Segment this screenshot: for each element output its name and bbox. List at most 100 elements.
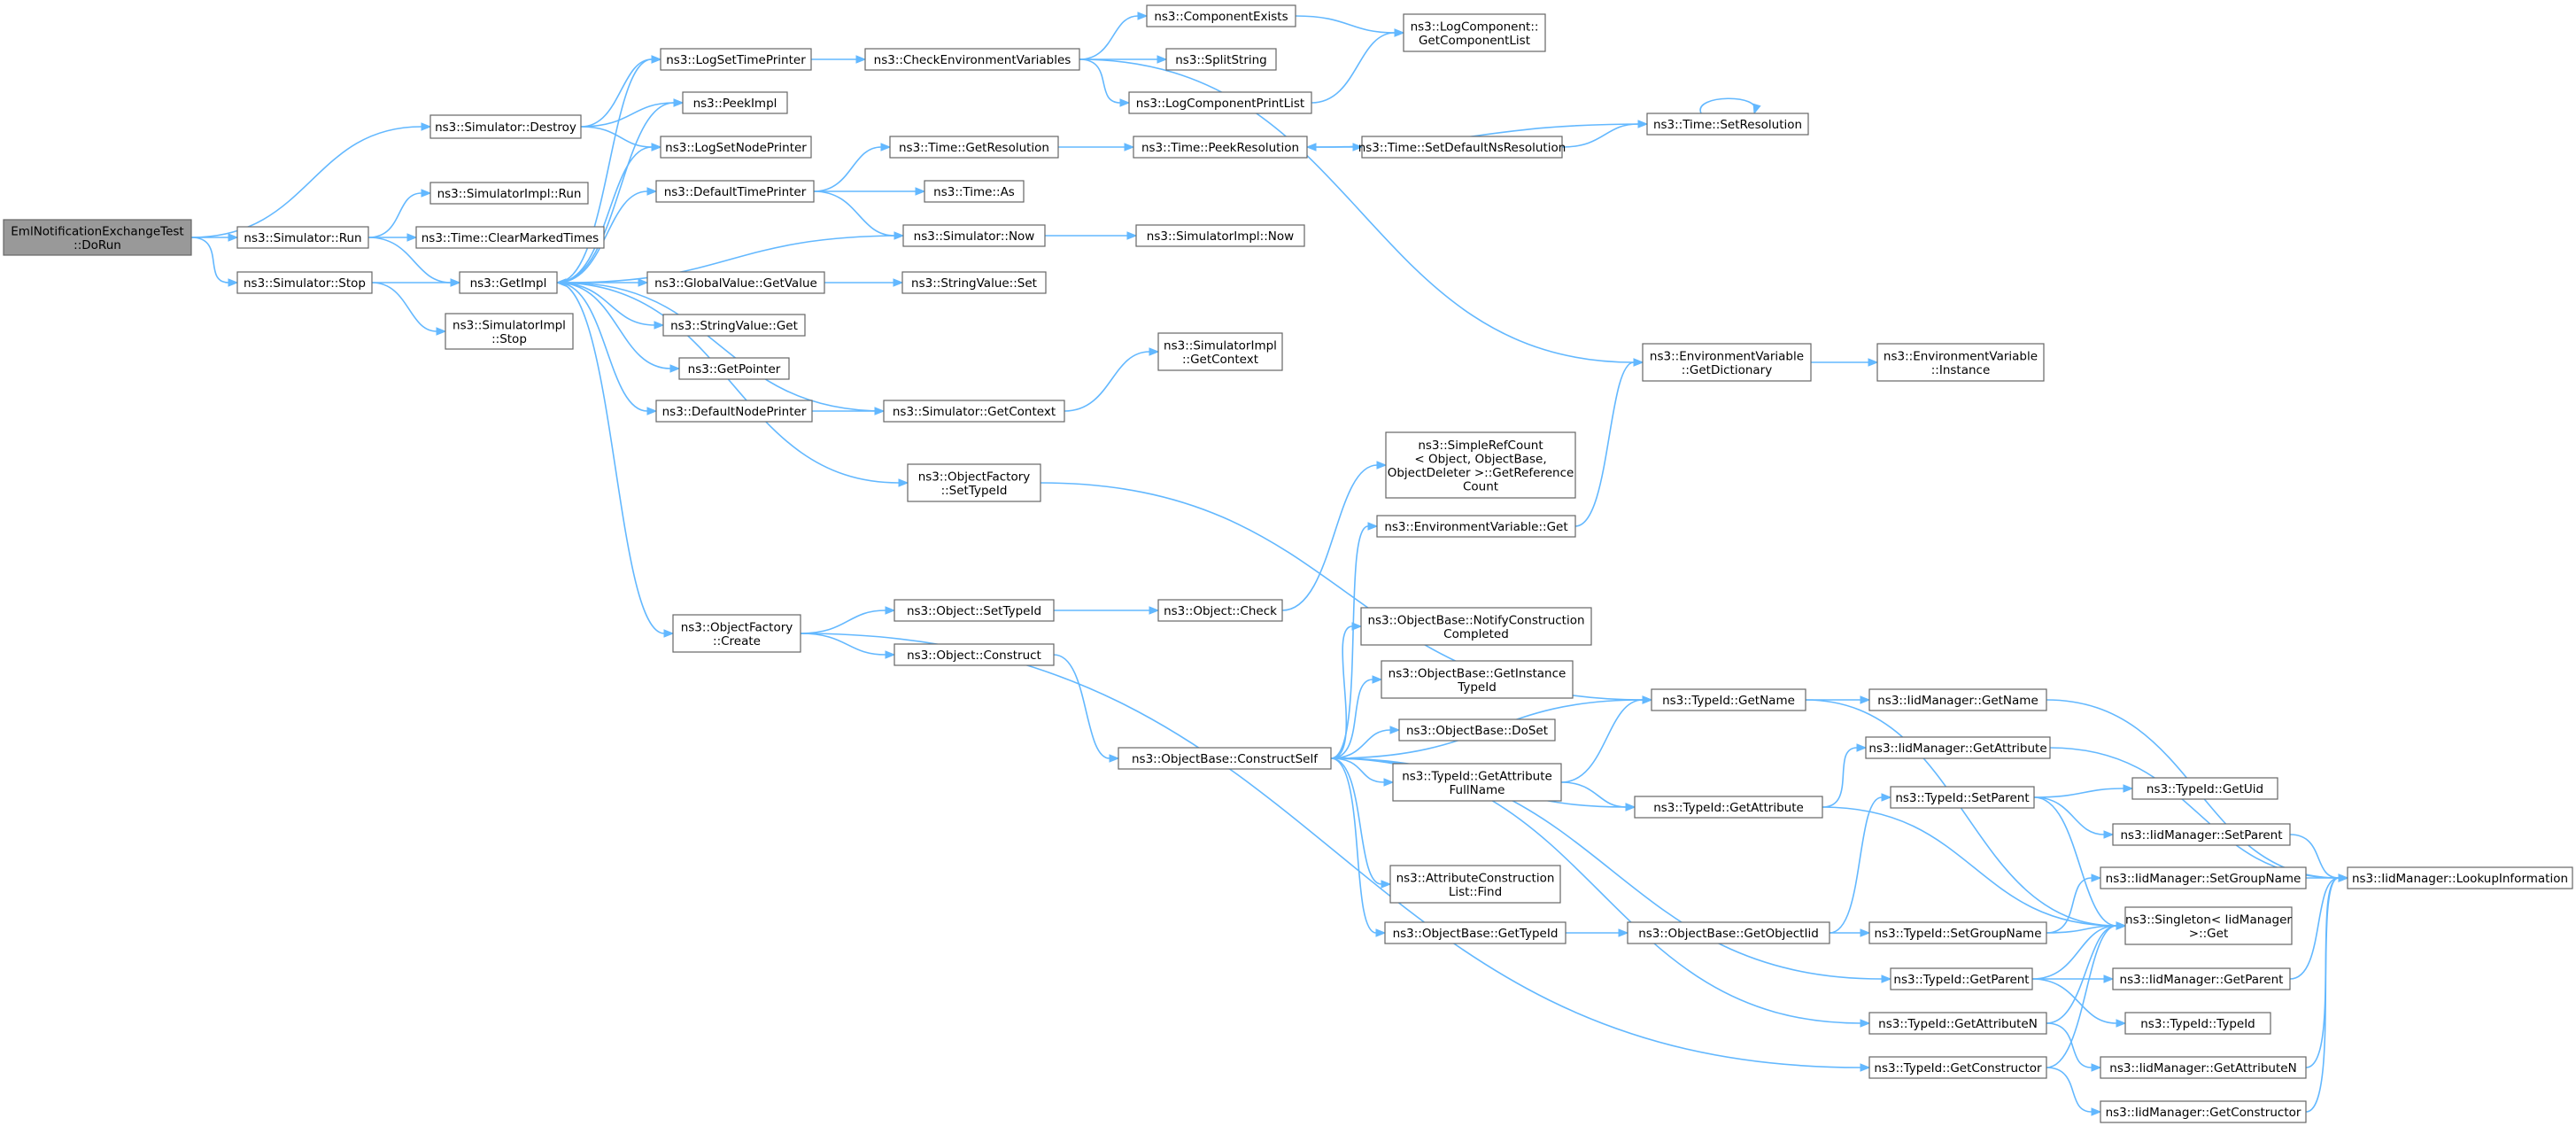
node-env-var-get-dictionary[interactable]: ns3::EnvironmentVariable::GetDictionary [1642, 343, 1812, 382]
node-box [1868, 921, 2047, 944]
node-label: ns3::SimulatorImpl [1164, 338, 1277, 353]
node-iid-mgr-set-parent[interactable]: ns3::IidManager::SetParent [2112, 823, 2291, 846]
node-log-set-node-printer[interactable]: ns3::LogSetNodePrinter [660, 136, 812, 159]
node-box [864, 48, 1080, 71]
node-type-id-type-id[interactable]: ns3::TypeId::TypeId [2124, 1012, 2271, 1035]
node-label: ::Instance [1931, 363, 1991, 377]
edge-construct-self-to-env-var-get [1330, 522, 1379, 759]
node-string-value-set[interactable]: ns3::StringValue::Set [901, 271, 1047, 294]
node-type-id-set-group-name[interactable]: ns3::TypeId::SetGroupName [1868, 921, 2047, 944]
node-time-as[interactable]: ns3::Time::As [924, 180, 1025, 203]
node-box [1651, 688, 1806, 711]
node-iid-mgr-get-name[interactable]: ns3::IidManager::GetName [1868, 688, 2047, 711]
node-log-component-get-list[interactable]: ns3::LogComponent::GetComponentList [1403, 13, 1546, 52]
edge-line [2305, 877, 2340, 1113]
edge-arrowhead [1618, 928, 1629, 937]
node-simple-ref-count[interactable]: ns3::SimpleRefCount< Object, ObjectBase,… [1385, 431, 1576, 499]
node-do-set[interactable]: ns3::ObjectBase::DoSet [1398, 718, 1556, 742]
node-type-id-get-name[interactable]: ns3::TypeId::GetName [1651, 688, 1806, 711]
node-iid-mgr-get-attribute-n[interactable]: ns3::IidManager::GetAttributeN [2100, 1056, 2307, 1079]
node-type-id-get-uid[interactable]: ns3::TypeId::GetUid [2131, 777, 2278, 800]
edge-line [1822, 806, 2117, 927]
node-box [655, 180, 815, 203]
node-do-run[interactable]: EmlNotificationExchangeTest::DoRun [3, 219, 192, 256]
node-label: ns3::Time::ClearMarkedTimes [422, 231, 599, 245]
node-type-id-get-attribute-n[interactable]: ns3::TypeId::GetAttributeN [1868, 1012, 2047, 1035]
edge-construct-self-to-attr-construction-list-find [1330, 757, 1392, 889]
edge-arrowhead [654, 321, 665, 330]
node-sim-impl-now[interactable]: ns3::SimulatorImpl::Now [1135, 224, 1305, 247]
node-sim-stop[interactable]: ns3::Simulator::Stop [236, 271, 373, 294]
node-type-id-get-constructor[interactable]: ns3::TypeId::GetConstructor [1868, 1056, 2047, 1079]
node-construct-self[interactable]: ns3::ObjectBase::ConstructSelf [1118, 747, 1332, 770]
node-sim-impl-get-context[interactable]: ns3::SimulatorImpl::GetContext [1157, 332, 1283, 371]
node-default-node-printer[interactable]: ns3::DefaultNodePrinter [655, 400, 813, 423]
node-type-id-set-parent[interactable]: ns3::TypeId::SetParent [1890, 786, 2035, 809]
node-clear-marked-times[interactable]: ns3::Time::ClearMarkedTimes [415, 226, 605, 249]
node-sim-impl-stop[interactable]: ns3::SimulatorImpl::Stop [445, 313, 574, 350]
node-object-check[interactable]: ns3::Object::Check [1157, 599, 1283, 622]
edge-line [2049, 747, 2340, 879]
node-env-var-get[interactable]: ns3::EnvironmentVariable::Get [1376, 515, 1576, 538]
node-global-value-get-value[interactable]: ns3::GlobalValue::GetValue [646, 271, 825, 294]
node-box [2100, 1100, 2307, 1123]
node-label: ns3::TypeId::GetUid [2147, 782, 2263, 796]
node-singleton-get[interactable]: ns3::Singleton< IidManager>::Get [2124, 906, 2293, 945]
edge-log-component-print-list-to-log-component-get-list [1311, 28, 1405, 104]
node-sim-get-context[interactable]: ns3::Simulator::GetContext [883, 400, 1065, 423]
node-object-base-get-type-id[interactable]: ns3::ObjectBase::GetTypeId [1384, 921, 1566, 944]
node-component-exists[interactable]: ns3::ComponentExists [1146, 4, 1296, 27]
node-time-set-resolution[interactable]: ns3::Time::SetResolution [1646, 113, 1809, 136]
node-type-id-get-parent[interactable]: ns3::TypeId::GetParent [1890, 967, 2033, 990]
edge-object-base-get-type-id-to-object-base-get-object-iid [1566, 928, 1629, 937]
node-label: ::GetContext [1182, 353, 1258, 367]
node-env-var-instance[interactable]: ns3::EnvironmentVariable::Instance [1876, 343, 2045, 382]
node-object-construct[interactable]: ns3::Object::Construct [893, 643, 1055, 666]
edge-arrowhead [2091, 874, 2102, 882]
node-label: ns3::Time::SetDefaultNsResolution [1358, 141, 1566, 155]
node-iid-mgr-get-constructor[interactable]: ns3::IidManager::GetConstructor [2100, 1100, 2307, 1123]
node-type-id-get-attribute[interactable]: ns3::TypeId::GetAttribute [1634, 796, 1823, 819]
node-peek-impl[interactable]: ns3::PeekImpl [682, 91, 788, 114]
node-default-time-printer[interactable]: ns3::DefaultTimePrinter [655, 180, 815, 203]
node-object-factory-create[interactable]: ns3::ObjectFactory::Create [672, 614, 801, 653]
edge-get-impl-to-log-set-node-printer [556, 143, 662, 283]
edge-arrowhead [1625, 803, 1636, 811]
node-log-component-print-list[interactable]: ns3::LogComponentPrintList [1128, 91, 1312, 114]
node-get-pointer[interactable]: ns3::GetPointer [678, 357, 790, 380]
node-get-impl[interactable]: ns3::GetImpl [459, 271, 558, 294]
edge-arrowhead [228, 233, 239, 242]
edge-arrowhead [1381, 880, 1392, 889]
node-label: ns3::SimpleRefCount [1418, 439, 1543, 453]
node-label: ns3::PeekImpl [693, 97, 777, 111]
node-sim-now[interactable]: ns3::Simulator::Now [902, 224, 1046, 247]
node-notify-construction-completed[interactable]: ns3::ObjectBase::NotifyConstructionCompl… [1360, 607, 1592, 646]
edge-line [2046, 925, 2117, 1068]
node-object-set-type-id[interactable]: ns3::Object::SetTypeId [893, 599, 1055, 622]
node-time-set-default-ns-res[interactable]: ns3::Time::SetDefaultNsResolution [1358, 136, 1566, 159]
node-object-base-get-object-iid[interactable]: ns3::ObjectBase::GetObjectIid [1627, 921, 1830, 944]
node-object-factory-set-type-id[interactable]: ns3::ObjectFactory::SetTypeId [907, 463, 1041, 502]
node-sim-run[interactable]: ns3::Simulator::Run [236, 226, 369, 249]
node-label: ns3::IidManager::GetParent [2120, 973, 2284, 987]
edge-arrowhead [406, 233, 418, 242]
node-string-value-get[interactable]: ns3::StringValue::Get [662, 314, 806, 337]
node-time-peek-resolution[interactable]: ns3::Time::PeekResolution [1133, 136, 1308, 159]
node-split-string[interactable]: ns3::SplitString [1165, 48, 1277, 71]
node-time-get-resolution[interactable]: ns3::Time::GetResolution [889, 136, 1059, 159]
node-label: ns3::SimulatorImpl::Run [437, 187, 582, 201]
node-iid-mgr-get-attribute[interactable]: ns3::IidManager::GetAttribute [1865, 736, 2051, 759]
node-iid-mgr-set-group-name[interactable]: ns3::IidManager::SetGroupName [2100, 866, 2307, 889]
node-sim-destroy[interactable]: ns3::Simulator::Destroy [429, 114, 582, 139]
node-label: ns3::IidManager::SetGroupName [2106, 872, 2301, 886]
node-log-set-time-printer[interactable]: ns3::LogSetTimePrinter [660, 48, 812, 71]
edge-object-construct-to-construct-self [1053, 654, 1120, 763]
node-sim-impl-run[interactable]: ns3::SimulatorImpl::Run [429, 182, 589, 205]
node-iid-mgr-lookup-information[interactable]: ns3::IidManager::LookupInformation [2347, 866, 2573, 889]
node-iid-mgr-get-parent[interactable]: ns3::IidManager::GetParent [2112, 967, 2291, 990]
node-label: < Object, ObjectBase, [1414, 452, 1546, 466]
node-check-env-vars[interactable]: ns3::CheckEnvironmentVariables [864, 48, 1080, 71]
